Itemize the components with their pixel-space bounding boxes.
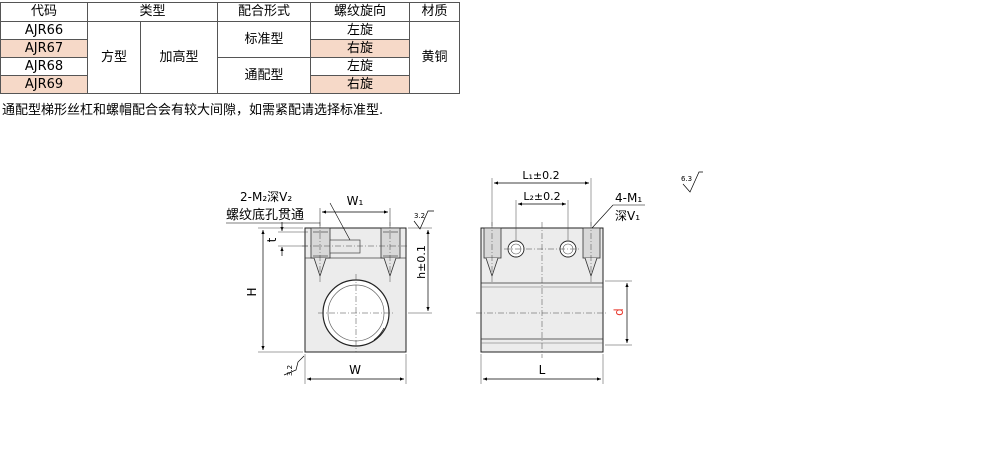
fit-note: 通配型梯形丝杠和螺帽配合会有较大间隙，如需紧配请选择标准型. xyxy=(2,103,384,118)
thread-cell: 左旋 xyxy=(310,21,410,40)
H-label: H xyxy=(245,287,259,296)
table-header-row: 代码 类型 配合形式 螺纹旋向 材质 xyxy=(0,2,460,22)
roughness-symbol xyxy=(413,210,434,230)
h-label: h±0.1 xyxy=(415,245,428,279)
v1-label: 深V₁ xyxy=(615,209,640,223)
general-roughness-symbol: 6.3 xyxy=(681,171,703,193)
type-height-cell: 加高型 xyxy=(140,21,218,94)
front-view: W₁ 2-M₂深V₂ 螺纹底孔贯通 t H h±0.1 3.2 3.2 W xyxy=(226,190,434,384)
fit-standard-cell: 标准型 xyxy=(217,21,311,58)
hole-label-line2: 螺纹底孔贯通 xyxy=(226,207,304,223)
code-cell: AJR68 xyxy=(0,57,88,76)
table-row: AJR68 通配型 左旋 xyxy=(0,57,460,94)
code-cell: AJR69 xyxy=(0,75,88,94)
roughness-label: 3.2 xyxy=(414,212,425,220)
w1-label: W₁ xyxy=(347,194,364,208)
side-view: L₁±0.2 L₂±0.2 4-M₁ 深V₁ d L xyxy=(476,169,645,384)
thread-cell: 右旋 xyxy=(310,39,410,58)
L-label: L xyxy=(539,363,546,377)
thread-cell: 右旋 xyxy=(310,75,410,94)
roughness-label-2: 3.2 xyxy=(286,365,294,376)
header-material: 材质 xyxy=(409,2,460,22)
header-code: 代码 xyxy=(0,2,88,22)
type-shape-cell: 方型 xyxy=(87,21,141,94)
spec-table: 代码 类型 配合形式 螺纹旋向 材质 AJR66 方型 加高型 标准型 左旋 黄… xyxy=(0,2,460,94)
W-label: W xyxy=(349,363,361,377)
d-label: d xyxy=(612,308,626,316)
header-type: 类型 xyxy=(87,2,218,22)
header-fit: 配合形式 xyxy=(217,2,311,22)
l2-label: L₂±0.2 xyxy=(523,190,560,203)
hole-label-line1: 2-M₂深V₂ xyxy=(240,190,292,204)
table-row: AJR69 右旋 xyxy=(0,75,460,94)
table-row: AJR67 右旋 xyxy=(0,39,460,58)
fit-general-cell: 通配型 xyxy=(217,57,311,94)
t-label: t xyxy=(265,237,279,242)
table-row: AJR66 方型 加高型 标准型 左旋 黄铜 xyxy=(0,21,460,94)
material-cell: 黄铜 xyxy=(409,21,460,94)
general-roughness-label: 6.3 xyxy=(681,175,692,183)
l1-label: L₁±0.2 xyxy=(522,169,559,182)
code-cell: AJR67 xyxy=(0,39,88,58)
m1-label: 4-M₁ xyxy=(615,191,642,205)
